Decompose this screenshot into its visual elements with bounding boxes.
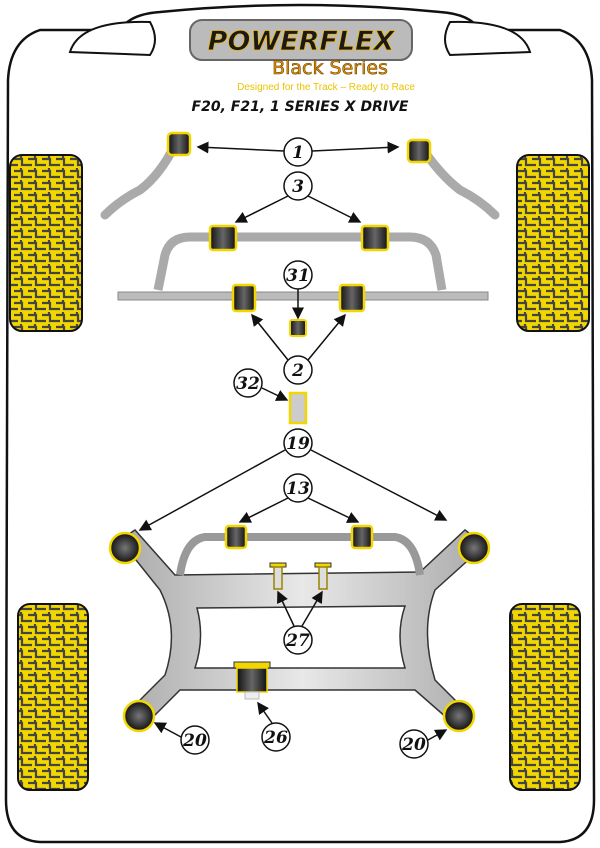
part-label-26: 26 <box>261 722 291 752</box>
bush-1-left <box>166 131 192 157</box>
svg-text:32: 32 <box>236 374 260 394</box>
part-label-31: 31 <box>283 260 313 290</box>
part-label-2: 2 <box>283 355 313 385</box>
model-title: F20, F21, 1 SERIES X DRIVE <box>192 99 409 115</box>
bush-26 <box>233 661 271 700</box>
bush-32 <box>288 391 308 425</box>
svg-text:POWERFLEX: POWERFLEX <box>208 26 396 57</box>
rear-anti-roll-bar <box>176 533 424 576</box>
svg-text:Black Series: Black Series <box>272 57 388 79</box>
bush-13-left <box>224 524 248 550</box>
part-label-20-left: 20 <box>180 725 210 755</box>
tyre-front-right <box>516 154 590 332</box>
right-mirror-outline <box>444 20 532 57</box>
tyre-rear-right <box>509 603 581 791</box>
front-crossmember <box>117 291 489 301</box>
svg-text:1: 1 <box>292 143 304 163</box>
bush-20-mounts <box>122 699 476 733</box>
bush-19-mounts <box>108 531 491 565</box>
leader-arrows <box>138 141 448 741</box>
bush-2-right <box>338 283 366 313</box>
part-label-32: 32 <box>233 368 263 398</box>
bush-27-right <box>314 562 332 590</box>
part-label-27: 27 <box>283 625 313 655</box>
part-label-20-right: 20 <box>399 729 429 759</box>
part-label-19: 19 <box>283 428 313 458</box>
svg-text:19: 19 <box>286 434 310 454</box>
front-anti-roll-bar <box>153 232 447 291</box>
bush-13-right <box>350 524 374 550</box>
powerflex-logo: POWERFLEX Black Series <box>189 19 413 79</box>
bush-2-left <box>231 283 257 313</box>
svg-text:26: 26 <box>263 728 288 748</box>
svg-text:2: 2 <box>291 361 304 381</box>
svg-text:20: 20 <box>401 735 426 755</box>
svg-text:27: 27 <box>285 631 310 651</box>
part-label-1: 1 <box>283 137 313 167</box>
bush-31 <box>289 319 307 337</box>
part-label-13: 13 <box>283 473 313 503</box>
front-drop-link-left <box>100 140 180 220</box>
bush-3-right <box>360 224 390 252</box>
svg-text:20: 20 <box>182 731 207 751</box>
left-mirror-outline <box>68 20 156 57</box>
part-label-3: 3 <box>283 171 313 201</box>
tagline: Designed for the Track – Ready to Race <box>237 82 415 93</box>
bush-1-right <box>406 138 432 164</box>
tyre-front-left <box>9 154 83 332</box>
bush-27-left <box>269 562 287 590</box>
svg-text:31: 31 <box>286 266 310 286</box>
rear-subframe <box>118 529 487 726</box>
tyre-rear-left <box>17 603 89 791</box>
svg-text:3: 3 <box>292 177 304 197</box>
svg-text:13: 13 <box>286 479 310 499</box>
front-drop-link-right <box>415 140 500 220</box>
bush-3-left <box>208 224 238 252</box>
